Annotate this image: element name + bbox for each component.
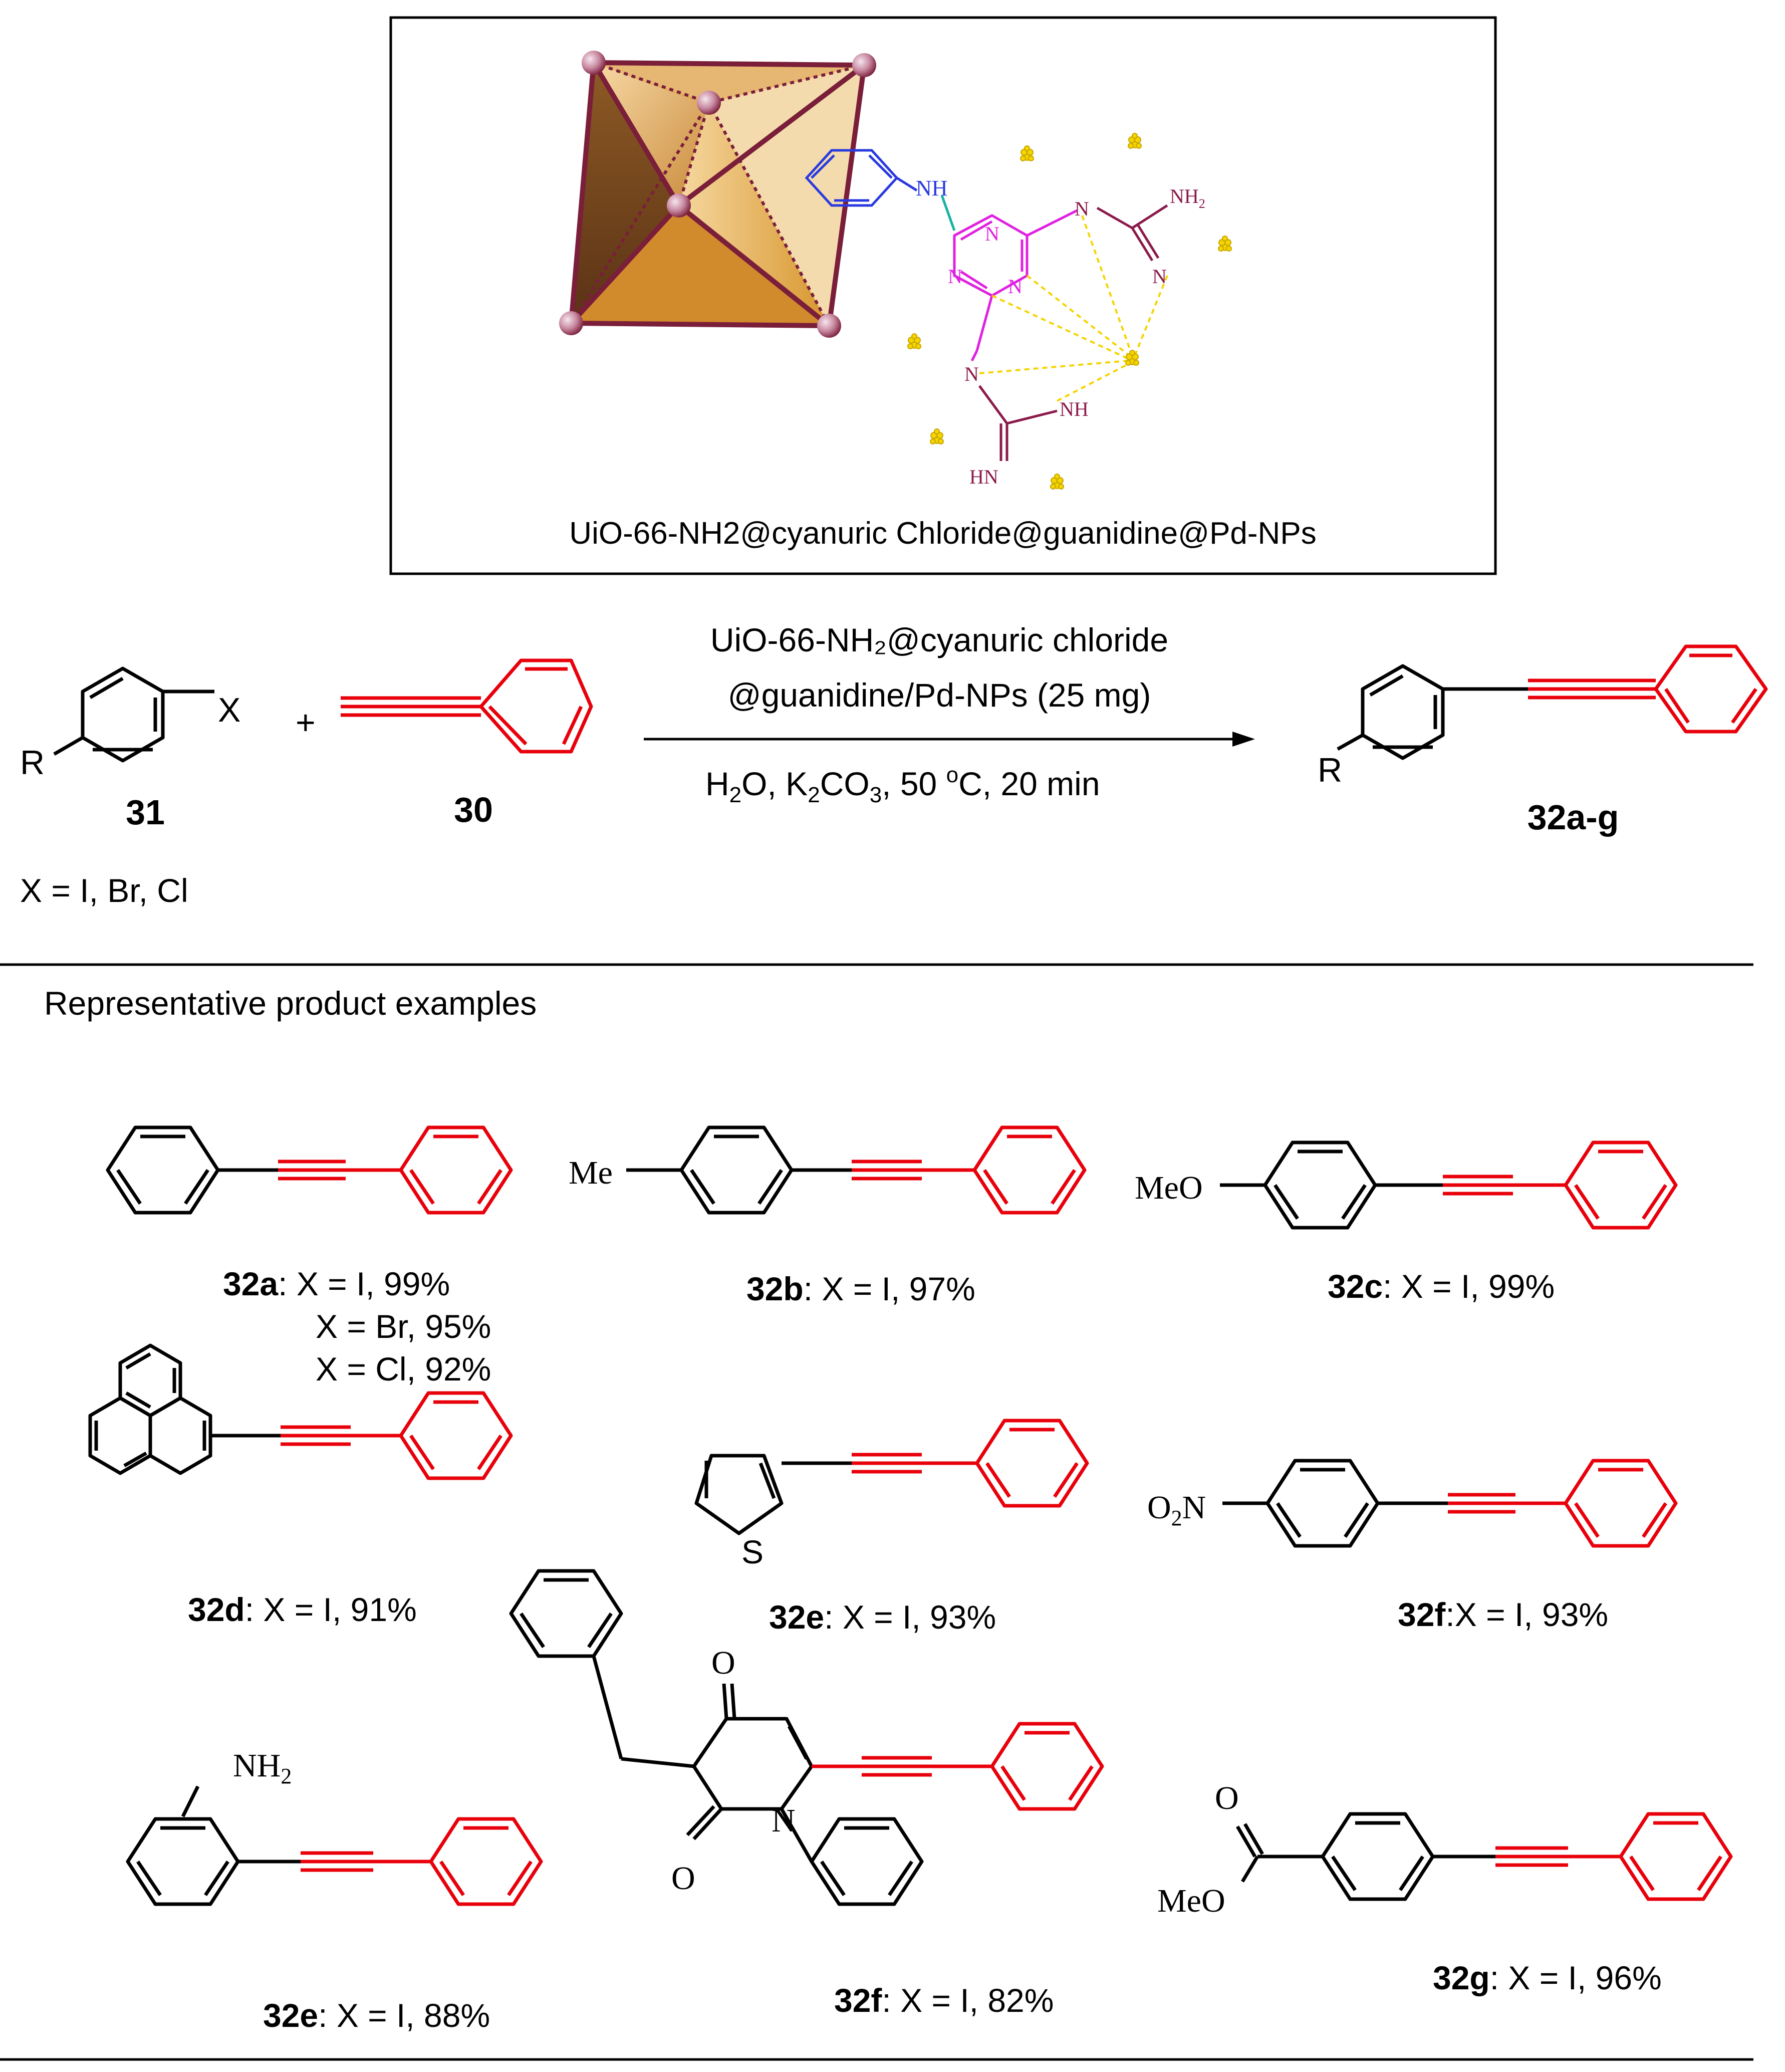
aryl-halide-31 bbox=[53, 666, 214, 763]
catalyst-frame bbox=[389, 16, 1497, 575]
ester-meo-label: MeO bbox=[1157, 1883, 1225, 1919]
product-32e-aniline-yield: 32e: X = I, 88% bbox=[263, 1997, 490, 2034]
product-32e-aniline bbox=[126, 1785, 543, 1906]
carbonyl-o-top: O bbox=[711, 1645, 735, 1681]
aniline-linker bbox=[805, 149, 918, 207]
phenylacetylene-30 bbox=[341, 658, 593, 754]
mof-octahedron bbox=[559, 51, 876, 338]
catalyst-caption: UiO-66-NH2@cyanuric Chloride@guanidine@P… bbox=[569, 516, 1316, 551]
guanidine-top bbox=[1096, 204, 1168, 262]
product-label-32a-g: 32a-g bbox=[1527, 798, 1619, 837]
mof-node bbox=[667, 193, 691, 217]
sulfur-label: S bbox=[741, 1533, 763, 1570]
compound-31-label: 31 bbox=[126, 793, 165, 832]
meo-label: MeO bbox=[1135, 1170, 1203, 1206]
product-32d-yield: 32d: X = I, 91% bbox=[188, 1591, 417, 1628]
triazine-n-label: N bbox=[985, 222, 999, 245]
r-substituent-label: R bbox=[20, 744, 45, 782]
carbonyl-o-bottom: O bbox=[671, 1860, 695, 1897]
product-32a-yield: 32a: X = I, 99% bbox=[223, 1265, 450, 1302]
product-32a bbox=[106, 1125, 513, 1215]
product-r-label: R bbox=[1318, 751, 1342, 789]
pd-coordination-lines bbox=[979, 215, 1168, 402]
nh-bottom-label: NH bbox=[1060, 398, 1089, 420]
catalyst-figure: NH N N N N NH2 N bbox=[389, 16, 1497, 575]
product-32c bbox=[1220, 1140, 1678, 1230]
ester-carbonyl-o: O bbox=[1215, 1780, 1239, 1816]
product-32a-g bbox=[1337, 644, 1768, 760]
conditions-line-1: UiO-66-NH₂@cyanuric chloride bbox=[710, 621, 1168, 658]
imine-n-label: N bbox=[1152, 265, 1167, 288]
conditions-line-3: H2O, K2CO3, 50 oC, 20 min bbox=[705, 763, 1100, 807]
nitro-label: O2N bbox=[1147, 1489, 1206, 1530]
product-32d bbox=[88, 1343, 513, 1480]
reaction-arrowhead bbox=[1232, 732, 1255, 747]
product-32b-yield: 32b: X = I, 97% bbox=[746, 1270, 975, 1307]
x-substituent-label: X bbox=[218, 691, 240, 729]
product-32f-pyridinedione-yield: 32f: X = I, 82% bbox=[834, 1982, 1054, 2019]
plus-sign: + bbox=[296, 704, 316, 742]
reaction-row: X R + 31 30 X = I, Br, Cl UiO-66-NH₂@cya… bbox=[20, 621, 1768, 909]
conditions-line-2: @guanidine/Pd-NPs (25 mg) bbox=[728, 676, 1151, 714]
x-definition: X = I, Br, Cl bbox=[20, 872, 188, 909]
hn-label: HN bbox=[969, 466, 998, 488]
guanidine-bottom bbox=[978, 385, 1058, 461]
nh2-amine-label: NH2 bbox=[233, 1747, 292, 1788]
triazine-n-label: N bbox=[948, 265, 962, 288]
mof-node bbox=[559, 311, 583, 335]
me-label: Me bbox=[569, 1155, 613, 1191]
product-32b bbox=[626, 1125, 1087, 1215]
mof-node bbox=[697, 91, 721, 115]
product-32f-yield: 32f:X = I, 93% bbox=[1398, 1596, 1608, 1633]
product-32g-yield: 32g: X = I, 96% bbox=[1433, 1959, 1662, 1996]
ring-n-label: N bbox=[772, 1802, 796, 1839]
product-32f-nitro bbox=[1222, 1459, 1678, 1548]
nh2-label: NH2 bbox=[1170, 185, 1205, 211]
product-32g bbox=[1235, 1812, 1733, 1901]
product-32c-yield: 32c: X = I, 99% bbox=[1328, 1268, 1555, 1305]
guanidine-n-label: N bbox=[964, 363, 979, 385]
mof-node bbox=[817, 314, 841, 338]
mof-node bbox=[582, 51, 606, 75]
triazine-n-label: N bbox=[1008, 275, 1023, 298]
product-32e-yield: 32e: X = I, 93% bbox=[769, 1598, 996, 1636]
compound-30-label: 30 bbox=[454, 790, 493, 829]
product-32f-pyridinedione bbox=[509, 1569, 1104, 1906]
mof-node bbox=[852, 53, 876, 77]
product-32e-thiophene bbox=[694, 1419, 1089, 1535]
product-32a-yield-cl: X = Cl, 92% bbox=[316, 1350, 491, 1388]
product-32a-yield-br: X = Br, 95% bbox=[316, 1308, 491, 1345]
section-title: Representative product examples bbox=[44, 985, 537, 1022]
